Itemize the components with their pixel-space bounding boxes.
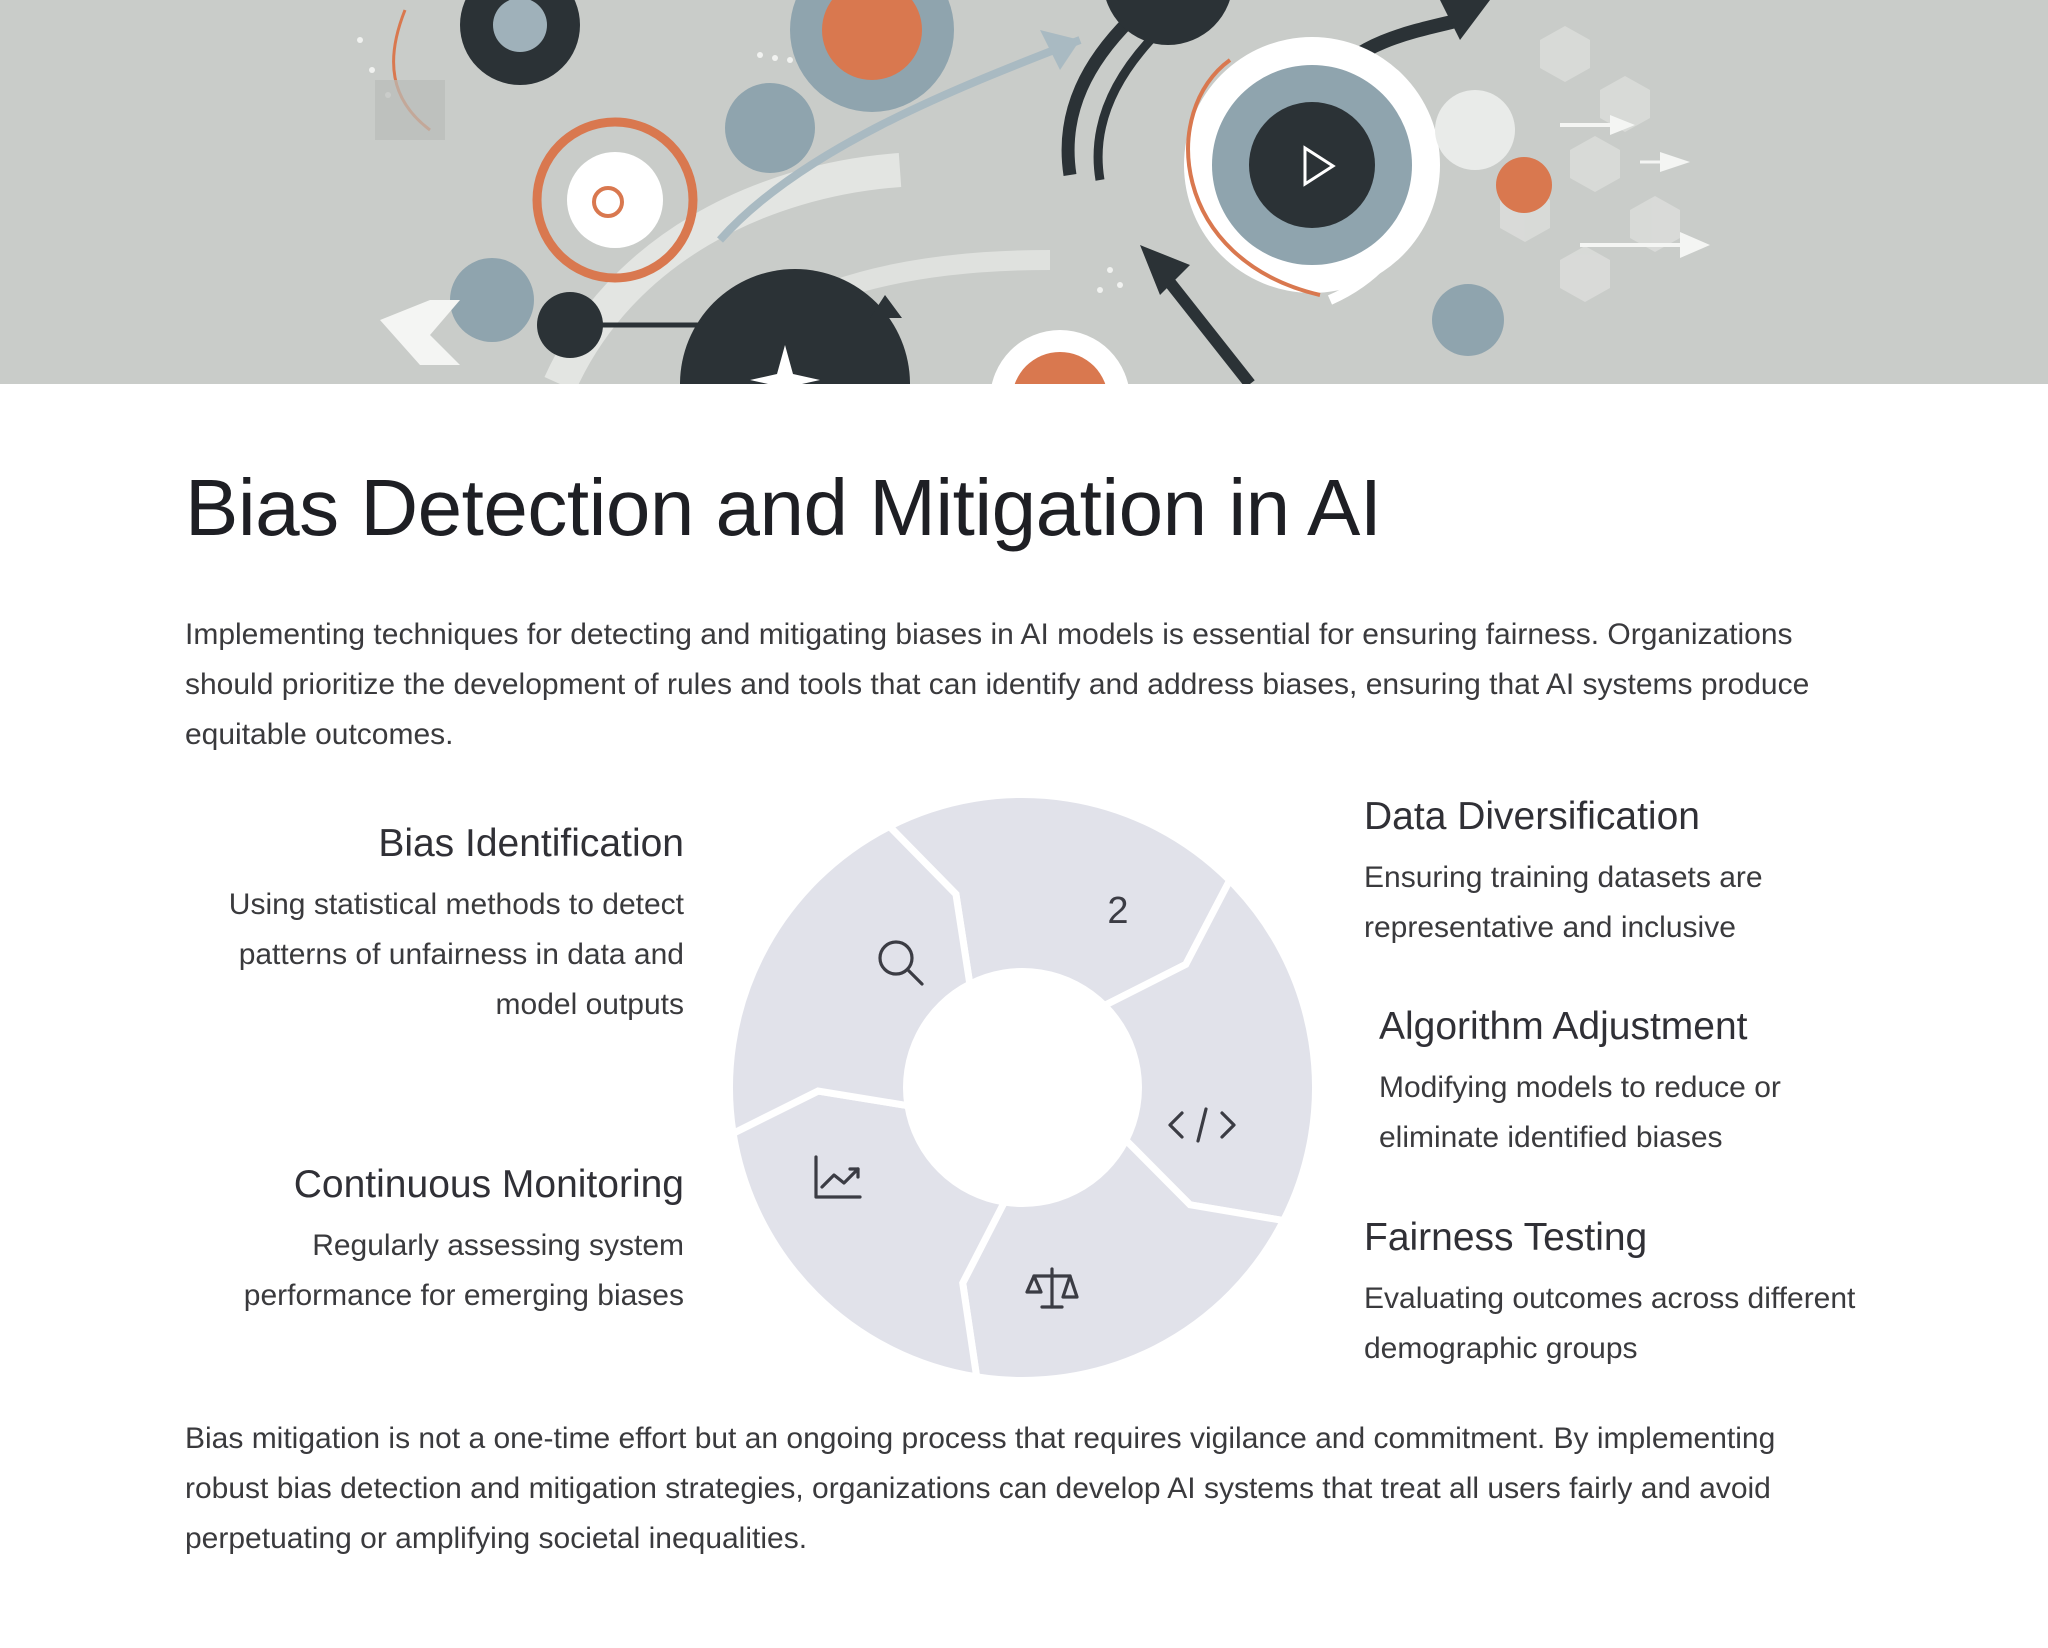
- item-title: Bias Identification: [378, 822, 684, 865]
- bias-cycle-diagram: 2: [720, 785, 1325, 1390]
- hero-illustration: [0, 0, 2048, 384]
- item-bias-identification: Bias Identification Using statistical me…: [164, 820, 684, 1030]
- item-description: Modifying models to reduce or eliminate …: [1379, 1071, 1781, 1154]
- item-title: Fairness Testing: [1364, 1216, 1648, 1259]
- item-description: Using statistical methods to detect patt…: [228, 888, 684, 1021]
- hero-banner: [0, 0, 2048, 384]
- scales-icon: [1025, 1267, 1079, 1309]
- intro-paragraph: Implementing techniques for detecting an…: [185, 618, 1810, 751]
- item-data-diversification: Data Diversification Ensuring training d…: [1364, 793, 1884, 953]
- segment-number: 2: [1107, 890, 1128, 932]
- item-title: Algorithm Adjustment: [1379, 1005, 1748, 1048]
- item-fairness-testing: Fairness Testing Evaluating outcomes acr…: [1364, 1214, 1884, 1374]
- ring-center: [908, 973, 1137, 1202]
- cycle-segment: [883, 791, 1234, 1010]
- cycle-segment: [1098, 874, 1319, 1225]
- trend-chart-icon: [814, 1155, 862, 1199]
- item-description: Ensuring training datasets are represent…: [1364, 861, 1763, 944]
- cycle-segment: [729, 1087, 1010, 1382]
- cycle-segment: [726, 822, 974, 1139]
- search-icon: [878, 940, 924, 986]
- item-description: Regularly assessing system performance f…: [243, 1229, 684, 1312]
- code-icon: [1168, 1107, 1236, 1143]
- item-continuous-monitoring: Continuous Monitoring Regularly assessin…: [164, 1161, 684, 1321]
- cycle-svg: 2: [726, 791, 1319, 1384]
- item-algorithm-adjustment: Algorithm Adjustment Modifying models to…: [1379, 1003, 1899, 1163]
- item-title: Data Diversification: [1364, 795, 1700, 838]
- closing-paragraph: Bias mitigation is not a one-time effort…: [185, 1422, 1776, 1555]
- item-title: Continuous Monitoring: [293, 1163, 684, 1206]
- item-description: Evaluating outcomes across different dem…: [1364, 1282, 1856, 1365]
- cycle-segment: [959, 1134, 1289, 1384]
- page-title: Bias Detection and Mitigation in AI: [185, 463, 1382, 552]
